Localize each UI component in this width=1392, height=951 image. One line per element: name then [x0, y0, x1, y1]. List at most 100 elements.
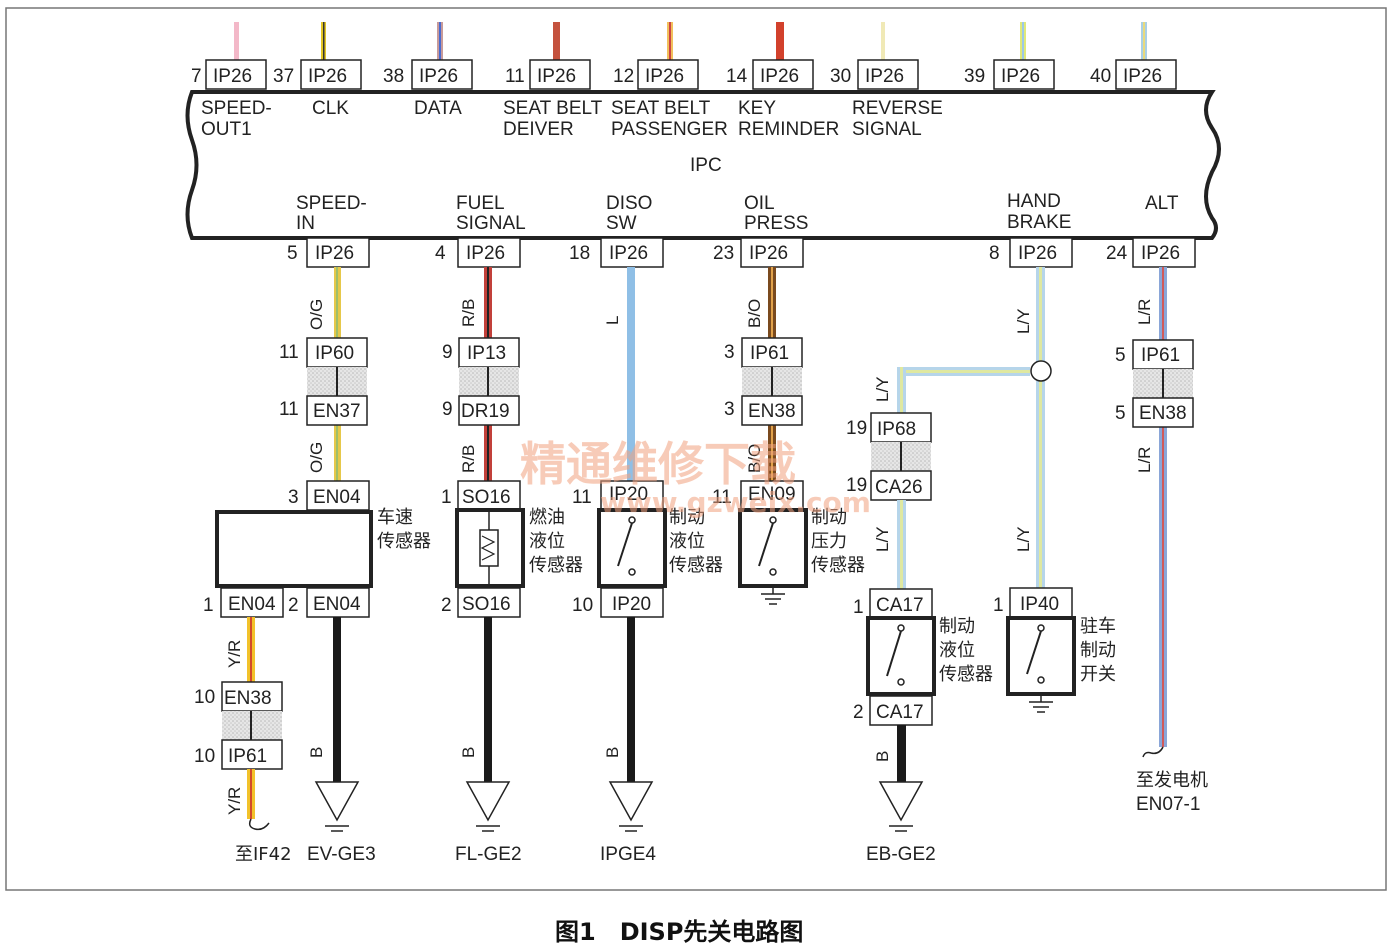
pin-number: 2 [441, 595, 452, 616]
pin-number: 3 [724, 342, 735, 363]
wire-code: O/G [307, 442, 326, 473]
top-wires [234, 22, 1147, 60]
pin-number: 37 [273, 66, 294, 87]
pin-number: 11 [279, 342, 299, 363]
pin-number: 38 [383, 66, 404, 87]
pin-number: 24 [1106, 243, 1128, 264]
pin-number: 2 [853, 702, 864, 723]
connector-label: IP26 [865, 66, 904, 87]
connector-label: EN04 [313, 487, 361, 508]
connector-label: EN04 [313, 594, 361, 615]
top-connector-40: 40 IP26 [1090, 59, 1177, 90]
ipc-bottom-label: SW [606, 213, 637, 234]
pin-number: 5 [1115, 345, 1126, 366]
ipc-bottom-label: ALT [1145, 193, 1179, 214]
ipc-top-label: SIGNAL [852, 119, 922, 140]
wire-code: R/B [459, 299, 478, 327]
pin-number: 4 [435, 243, 446, 264]
top-connector-14: 14 IP26 [726, 59, 814, 90]
pin-number: 19 [846, 475, 867, 496]
connector-label: IP26 [1123, 66, 1162, 87]
connector-label: SO16 [462, 594, 511, 615]
ipc-bottom-label: DISO [606, 193, 652, 214]
connector-label: IP26 [466, 243, 505, 264]
ground-label: EB-GE2 [866, 844, 936, 865]
connector-label: IP61 [750, 343, 789, 364]
top-connector-37: 37 IP26 [273, 59, 362, 90]
ipc-top-label: REVERSE [852, 98, 943, 119]
wire-code: B/O [745, 299, 764, 328]
connector-label: IP20 [609, 484, 648, 505]
top-connector-38: 38 IP26 [383, 59, 473, 90]
connector-label: CA17 [876, 595, 924, 616]
sensor-label: 传感器 [669, 555, 723, 576]
connector-label: IP68 [877, 419, 916, 440]
ipc-top-label: SEAT BELT [611, 98, 711, 119]
connector-label: IP26 [645, 66, 684, 87]
pin-number: 3 [724, 399, 735, 420]
pin-number: 30 [830, 66, 851, 87]
ipc-bottom-label: OIL [744, 193, 775, 214]
ipc-module: IPC SPEED- OUT1 CLK DATA SEAT BELT DEIVE… [185, 90, 1221, 240]
connector-label: IP26 [749, 243, 788, 264]
pin-number: 8 [989, 243, 1000, 264]
speed-circuit: O/G O/G 11 IP60 11 EN37 3 EN04 车速 传感器 1 … [194, 267, 431, 865]
pin-number: 11 [505, 66, 525, 87]
wire-code: L/Y [1014, 526, 1033, 552]
connector-label: EN38 [1139, 403, 1187, 424]
pin-number: 9 [442, 399, 453, 420]
connector-label: IP60 [315, 343, 354, 364]
pin-number: 7 [191, 66, 202, 87]
ipc-bottom-label: HAND [1007, 191, 1061, 212]
diagram-frame [5, 7, 1387, 891]
ipc-top-label: PASSENGER [611, 119, 728, 140]
sensor-label: 液位 [939, 640, 975, 661]
ipc-top-label: SEAT BELT [503, 98, 603, 119]
sensor-label: 传感器 [529, 555, 583, 576]
connector-label: EN37 [313, 401, 361, 422]
sensor-label: 传感器 [377, 531, 431, 552]
ipc-top-label: REMINDER [738, 119, 839, 140]
bottom-connectors: 5 IP26 4 IP26 18 IP26 23 IP26 8 IP26 24 … [287, 237, 1196, 268]
top-connector-11: 11 IP26 [505, 59, 591, 90]
ipc-top-label: DATA [414, 98, 462, 119]
connector-label: EN09 [748, 484, 796, 505]
top-connectors: 7 IP26 37 IP26 38 IP26 11 IP26 12 IP26 1… [191, 59, 1177, 90]
connector-label: IP26 [308, 66, 347, 87]
ipc-top-label: DEIVER [503, 119, 574, 140]
sensor-label: 制动 [939, 616, 975, 637]
pin-number: 14 [726, 66, 748, 87]
pin-number: 2 [288, 595, 299, 616]
wire-code: B [603, 747, 622, 758]
ipc-bottom-label: SIGNAL [456, 213, 526, 234]
sensor-label: 压力 [811, 531, 847, 552]
wire-code: Y/R [225, 787, 244, 815]
wire-code: O/G [307, 299, 326, 330]
pin-number: 40 [1090, 66, 1111, 87]
sensor-label: 制动 [669, 507, 705, 528]
connector-label: IP61 [1141, 345, 1180, 366]
pin-number: 19 [846, 418, 867, 439]
connector-label: EN38 [224, 688, 272, 709]
connector-label: DR19 [461, 401, 510, 422]
pin-number: 10 [572, 595, 593, 616]
switch-label: 开关 [1080, 664, 1116, 685]
pin-number: 1 [203, 595, 214, 616]
oil-circuit: B/O B/O 3 IP61 3 EN38 11 EN09 制动 压力 传感器 [712, 267, 865, 605]
connector-label: IP26 [1141, 243, 1180, 264]
top-connector-7: 7 IP26 [191, 59, 267, 90]
alt-circuit: L/R L/R 5 IP61 5 EN38 至发电机 EN07-1 [1115, 267, 1208, 815]
pin-number: 12 [613, 66, 634, 87]
figure-caption: 图1 DISP先关电路图 [555, 918, 803, 946]
wire-code: B/O [745, 444, 764, 473]
pin-number: 11 [712, 487, 732, 508]
connector-label: IP20 [612, 594, 651, 615]
ipc-top-label: OUT1 [201, 119, 252, 140]
pin-number: 9 [442, 342, 453, 363]
wire-code: L/Y [873, 376, 892, 402]
pin-number: 1 [441, 487, 452, 508]
ipc-bottom-label: BRAKE [1007, 212, 1071, 233]
hand-brake-circuit: L/Y L/Y 19 IP68 19 CA26 L/Y L/Y 1 CA17 制… [846, 267, 1116, 865]
destination-label: 至IF42 [235, 844, 292, 865]
